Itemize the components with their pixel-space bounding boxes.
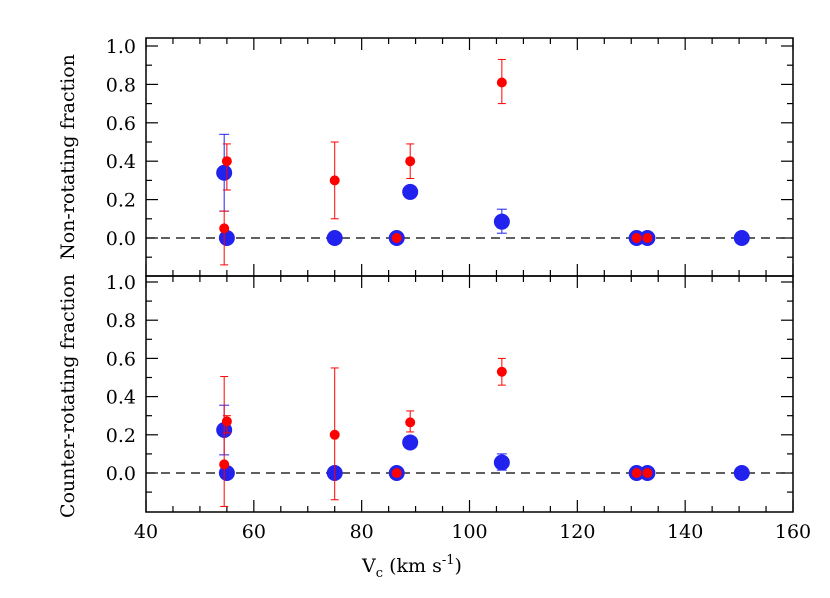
bottom-y-tick-label: 0.2	[106, 425, 136, 447]
top-red-data-point	[631, 233, 642, 243]
bottom-plot-frame	[145, 275, 794, 513]
bottom-red-data-point	[496, 366, 507, 377]
bottom-y-tick-label: 0.8	[106, 310, 136, 332]
top-red-data-point	[391, 233, 402, 243]
bottom-x-tick-label: 160	[775, 521, 811, 543]
x-axis-title-units-close: )	[455, 555, 462, 577]
bottom-y-axis-title: Counter-rotating fraction	[57, 274, 79, 518]
top-y-tick-label: 1.0	[106, 36, 136, 58]
bottom-blue-data-point	[733, 465, 750, 481]
top-blue-data-point	[218, 230, 235, 246]
bottom-y-tick-label: 0.6	[106, 348, 136, 370]
top-y-tick-label: 0.4	[106, 151, 136, 173]
bottom-red-data-point	[631, 468, 642, 478]
top-blue-data-point	[402, 183, 419, 200]
x-axis-title-subscript: c	[376, 566, 383, 581]
bottom-x-tick-label: 120	[559, 521, 595, 543]
top-red-data-point	[219, 223, 230, 234]
top-blue-data-point	[216, 164, 233, 181]
top-y-tick-label: 0.2	[106, 190, 136, 212]
bottom-x-tick-label: 60	[242, 521, 266, 543]
top-blue-data-point	[326, 230, 343, 246]
bottom-y-tick-label: 0.0	[106, 463, 136, 485]
bottom-x-tick-label: 80	[350, 521, 374, 543]
top-blue-data-point	[493, 213, 510, 230]
top-y-axis-title: Non-rotating fraction	[57, 54, 79, 260]
top-red-data-point	[405, 156, 416, 167]
bottom-x-tick-label: 40	[134, 521, 158, 543]
x-axis-title: Vc (km s-1)	[361, 553, 462, 581]
top-y-tick-label: 0.8	[106, 74, 136, 96]
bottom-red-data-point	[642, 468, 653, 478]
x-axis-title-superscript: -1	[442, 553, 455, 568]
bottom-red-data-point	[391, 468, 402, 478]
top-red-data-point	[329, 175, 340, 186]
bottom-panel: 0.0 0.2 0.4 0.6 0.8 1.0 40 60 80 100 120 140 160	[106, 272, 811, 543]
bottom-red-data-point	[405, 417, 416, 428]
top-plot-frame	[145, 37, 794, 277]
bottom-x-tick-label: 140	[667, 521, 703, 543]
x-axis-title-main: V	[361, 555, 376, 577]
top-red-data-point	[221, 156, 232, 167]
top-red-data-point	[642, 233, 653, 243]
bottom-red-data-point	[221, 416, 232, 427]
x-axis-title-units: (km s	[383, 555, 442, 577]
top-blue-data-point	[733, 230, 750, 246]
bottom-blue-data-point	[493, 454, 510, 471]
top-y-tick-label: 0.6	[106, 113, 136, 135]
bottom-y-tick-label: 1.0	[106, 272, 136, 294]
bottom-red-data-point	[329, 429, 340, 440]
bottom-x-tick-label: 100	[451, 521, 487, 543]
top-y-tick-label: 0.0	[106, 228, 136, 250]
bottom-blue-data-point	[402, 434, 419, 451]
bottom-y-tick-label: 0.4	[106, 387, 136, 409]
top-panel: 0.0 0.2 0.4 0.6 0.8 1.0	[106, 36, 794, 277]
top-red-data-point	[496, 77, 507, 88]
bottom-red-data-point	[219, 459, 230, 470]
